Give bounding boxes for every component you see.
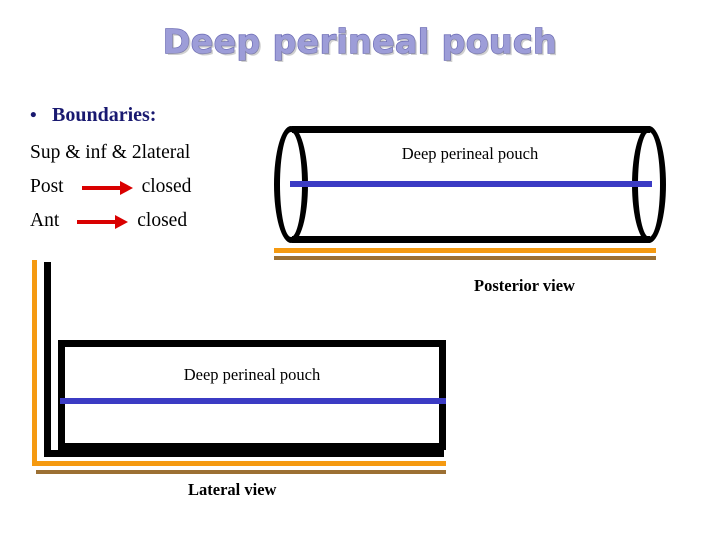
cylinder-top-wall xyxy=(292,126,650,133)
post-value: closed xyxy=(141,176,192,197)
boundaries-line-sup: Sup & inf & 2lateral xyxy=(30,142,190,164)
arrow-head xyxy=(119,180,133,195)
lateral-view-caption: Lateral view xyxy=(188,480,277,499)
bullet-icon: • xyxy=(30,105,37,126)
lateral-mid-line xyxy=(60,398,446,404)
posterior-mid-line xyxy=(290,181,652,187)
lateral-inner-label: Deep perineal pouch xyxy=(183,365,321,384)
ant-label: Ant xyxy=(30,210,60,231)
posterior-inner-label: Deep perineal pouch xyxy=(401,144,539,163)
posterior-view-caption: Posterior view xyxy=(474,276,575,295)
page-title: Deep perineal pouch xyxy=(162,21,558,61)
lateral-floor-line-orange xyxy=(32,461,446,466)
boundaries-heading: • Boundaries: xyxy=(30,104,156,127)
ant-value: closed xyxy=(137,210,188,231)
lateral-floor-line-brown xyxy=(36,470,446,474)
posterior-floor-line-orange xyxy=(274,248,656,253)
arrow-shaft xyxy=(77,219,118,224)
lateral-pouch-box xyxy=(58,340,446,450)
posterior-view-diagram: Deep perineal pouch xyxy=(270,126,670,246)
boundaries-line-ant: Ant closed xyxy=(30,210,187,232)
boundaries-line-post: Post closed xyxy=(30,176,191,198)
lateral-floor-line-black xyxy=(44,450,444,457)
right-arrow-icon xyxy=(77,214,129,229)
lateral-wall-line-orange xyxy=(32,260,37,466)
posterior-floor-line-brown xyxy=(274,256,656,260)
arrow-shaft xyxy=(81,185,122,190)
post-label: Post xyxy=(30,176,64,197)
arrow-head xyxy=(115,214,129,229)
cylinder-bottom-wall xyxy=(292,236,650,243)
lateral-wall-line-black xyxy=(44,262,51,450)
boundaries-label: Boundaries: xyxy=(52,104,157,126)
boundaries-line-sup-text: Sup & inf & 2lateral xyxy=(30,142,191,163)
right-arrow-icon xyxy=(81,180,134,195)
